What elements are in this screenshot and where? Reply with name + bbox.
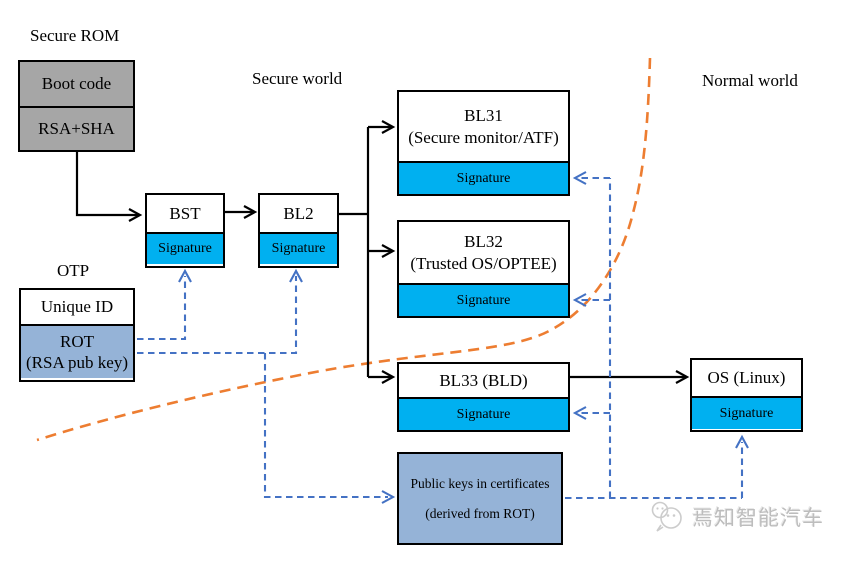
public-keys-box: Public keys in certificates (derived fro… [397, 452, 563, 545]
secure-world-label: Secure world [252, 69, 343, 88]
bst-box: BST Signature [145, 193, 225, 268]
bl2-signature: Signature [260, 232, 337, 264]
bl2-box: BL2 Signature [258, 193, 339, 268]
bl33-signature: Signature [399, 397, 568, 430]
rot-subtitle: (RSA pub key) [26, 353, 128, 372]
bl32-title: BL32 [464, 232, 503, 252]
bl31-signature: Signature [399, 161, 568, 194]
watermark-text: 焉知智能汽车 [692, 507, 824, 530]
bst-signature: Signature [147, 232, 223, 264]
bl32-box: BL32 (Trusted OS/OPTEE) Signature [397, 220, 570, 318]
public-keys-cell: Public keys in certificates (derived fro… [399, 454, 561, 543]
bl31-subtitle: (Secure monitor/ATF) [408, 127, 559, 147]
bl2-title: BL2 [260, 195, 337, 232]
rot-title: ROT [60, 331, 94, 351]
signature-verify-arrowheads [178, 171, 749, 504]
os-box: OS (Linux) Signature [690, 358, 803, 432]
public-keys-line2: (derived from ROT) [425, 505, 535, 521]
world-boundary-curve [36, 57, 652, 442]
bl33-title: BL33 (BLD) [399, 364, 568, 397]
bst-title: BST [147, 195, 223, 232]
watermark: 焉知智能汽车 [648, 501, 824, 533]
wechat-bubbles-icon [651, 501, 682, 532]
rsa-sha-cell: RSA+SHA [20, 106, 133, 150]
unique-id-cell: Unique ID [21, 290, 133, 324]
rot-cell: ROT (RSA pub key) [21, 324, 133, 378]
secure-rom-box: Boot code RSA+SHA [18, 60, 135, 152]
bl31-box: BL31 (Secure monitor/ATF) Signature [397, 90, 570, 196]
bl33-box: BL33 (BLD) Signature [397, 362, 570, 432]
otp-box: Unique ID ROT (RSA pub key) [19, 288, 135, 382]
boot-chain-arrows [75, 120, 690, 384]
bl32-title-cell: BL32 (Trusted OS/OPTEE) [399, 222, 568, 283]
bl32-signature: Signature [399, 283, 568, 316]
os-signature: Signature [692, 396, 801, 429]
public-keys-line1: Public keys in certificates [410, 475, 550, 491]
boot-code-cell: Boot code [20, 62, 133, 106]
bl32-subtitle: (Trusted OS/OPTEE) [410, 253, 557, 273]
bl31-title: BL31 [464, 106, 503, 126]
otp-label: OTP [57, 261, 90, 280]
bl31-title-cell: BL31 (Secure monitor/ATF) [399, 92, 568, 161]
os-title: OS (Linux) [692, 360, 801, 396]
secure-rom-label: Secure ROM [30, 26, 120, 45]
normal-world-label: Normal world [702, 71, 798, 90]
signature-verify-connectors [137, 176, 744, 500]
